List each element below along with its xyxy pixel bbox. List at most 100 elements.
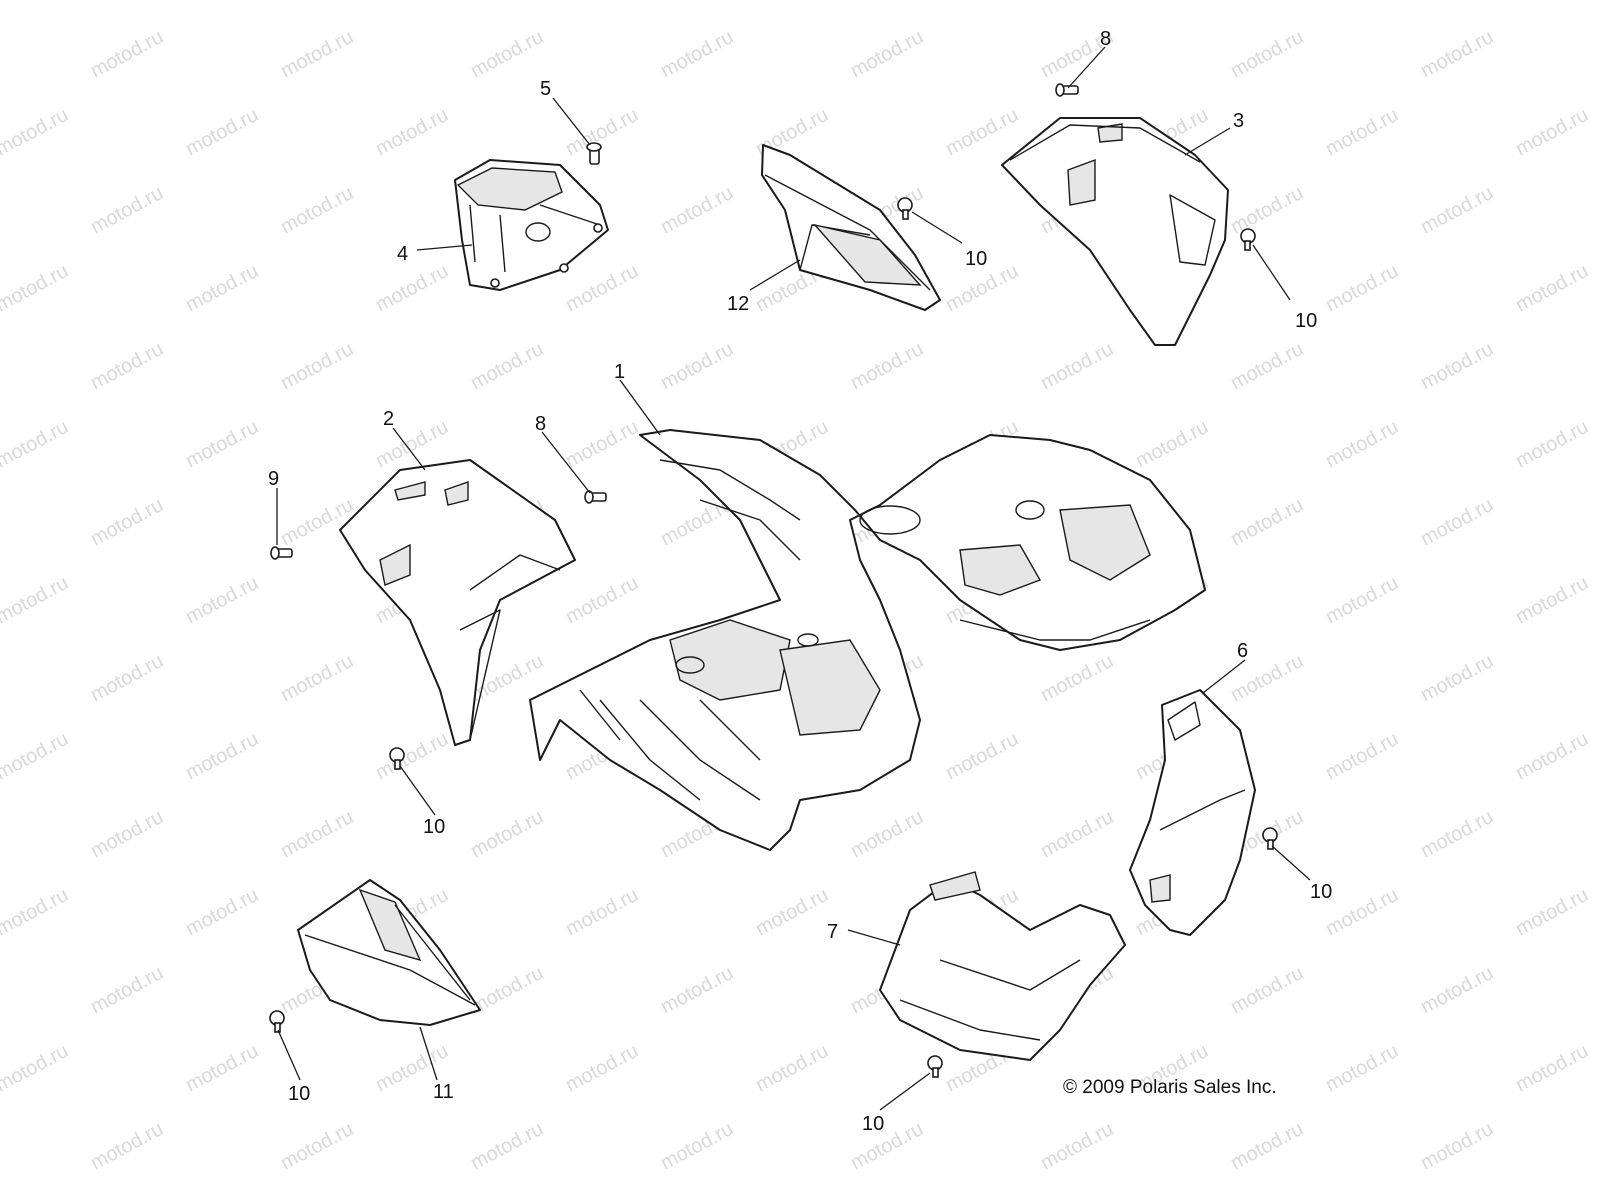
watermark-text: motod.ru [1512,728,1592,784]
watermark-text: motod.ru [1227,26,1307,82]
callout-10-right-front: 10 [1295,310,1317,332]
watermark-text: motod.ru [752,0,832,4]
watermark-text: motod.ru [1322,0,1402,4]
callout-9: 9 [268,468,279,490]
watermark-text: motod.ru [1512,572,1592,628]
watermark-text: motod.ru [467,1118,547,1174]
watermark-text: motod.ru [657,182,737,238]
watermark-text: motod.ru [1227,338,1307,394]
watermark-text: motod.ru [1417,1118,1497,1174]
watermark-text: motod.ru [277,1118,357,1174]
watermark-text: motod.ru [182,260,262,316]
watermark-text: motod.ru [942,728,1022,784]
callout-5: 5 [540,78,551,100]
fastener-8-screw-middle [584,490,607,504]
watermark-text: motod.ru [562,1040,642,1096]
copyright-notice: © 2009 Polaris Sales Inc. [1063,1077,1277,1098]
watermark-text: motod.ru [1512,260,1592,316]
fastener-5-screw [586,142,602,165]
part-3-right-front-panel [1001,117,1229,346]
part-2-left-side-panel [339,459,576,746]
watermark-text: motod.ru [87,494,167,550]
watermark-text: motod.ru [1417,338,1497,394]
watermark-text: motod.ru [1512,884,1592,940]
callout-10-right-side: 10 [1310,881,1332,903]
watermark-text: motod.ru [657,26,737,82]
callout-2: 2 [383,408,394,430]
watermark-text: motod.ru [752,1040,832,1096]
watermark-text: motod.ru [182,572,262,628]
watermark-text: motod.ru [372,104,452,160]
watermark-text: motod.ru [942,0,1022,4]
fastener-9-screw [270,546,293,560]
watermark-text: motod.ru [942,104,1022,160]
fastener-10-rivet-a [897,197,913,220]
watermark-text: motod.ru [182,0,262,4]
watermark-text: motod.ru [562,260,642,316]
watermark-text: motod.ru [847,26,927,82]
watermark-text: motod.ru [1512,0,1592,4]
watermark-text: motod.ru [87,1118,167,1174]
leader-lines [276,46,1311,1111]
watermark-text: motod.ru [87,806,167,862]
watermark-text: motod.ru [182,728,262,784]
callout-6: 6 [1237,640,1248,662]
watermark-text: motod.ru [0,572,72,628]
watermark-text: motod.ru [1417,494,1497,550]
watermark-text: motod.ru [847,806,927,862]
watermark-text: motod.ru [562,416,642,472]
watermark-text: motod.ru [182,416,262,472]
watermark-text: motod.ru [0,416,72,472]
part-4-console-cover [454,159,609,291]
fastener-10-rivet-e [269,1010,285,1033]
watermark-text: motod.ru [372,0,452,4]
watermark-text: motod.ru [277,338,357,394]
watermark-text: motod.ru [0,728,72,784]
watermark-text: motod.ru [0,1040,72,1096]
watermark-text: motod.ru [87,962,167,1018]
watermark-text: motod.ru [182,104,262,160]
callout-11: 11 [433,1081,454,1103]
watermark-text: motod.ru [1417,806,1497,862]
part-12-center-panel [761,144,941,311]
part-6-right-side-panel [1129,689,1256,936]
callout-8-middle: 8 [535,413,546,435]
watermark-text: motod.ru [562,0,642,4]
callout-10-left-side: 10 [423,816,445,838]
callout-12: 12 [727,293,749,315]
watermark-text: motod.ru [847,1118,927,1174]
watermark-text: motod.ru [0,104,72,160]
watermark-text: motod.ru [752,884,832,940]
watermark-text: motod.ru [1227,1118,1307,1174]
watermark-text: motod.ru [1227,962,1307,1018]
watermark-text: motod.ru [0,0,72,4]
watermark-text: motod.ru [87,182,167,238]
watermark-text: motod.ru [1132,0,1212,4]
callout-4: 4 [397,243,408,265]
watermark-text: motod.ru [1322,572,1402,628]
callout-10-left-lower: 10 [288,1083,310,1105]
watermark-text: motod.ru [847,338,927,394]
watermark-text: motod.ru [1322,1040,1402,1096]
callout-7: 7 [827,921,838,943]
watermark-text: motod.ru [0,884,72,940]
watermark-text: motod.ru [1132,416,1212,472]
part-7-front-lower-panel [879,871,1126,1061]
fastener-10-rivet-b [1240,228,1256,251]
watermark-text: motod.ru [1417,182,1497,238]
watermark-text: motod.ru [562,572,642,628]
callout-1: 1 [614,361,625,383]
watermark-text: motod.ru [182,884,262,940]
watermark-text: motod.ru [87,338,167,394]
watermark-text: motod.ru [1322,104,1402,160]
callout-labels: 5 4 8 3 12 10 10 1 2 8 9 10 6 10 7 10 11… [268,28,1332,1135]
watermark-text: motod.ru [467,806,547,862]
fastener-8-screw-top [1055,83,1079,97]
watermark-text: motod.ru [1512,104,1592,160]
watermark-text: motod.ru [1417,962,1497,1018]
callout-3: 3 [1233,110,1244,132]
watermark-text: motod.ru [1037,806,1117,862]
watermark-text: motod.ru [372,260,452,316]
